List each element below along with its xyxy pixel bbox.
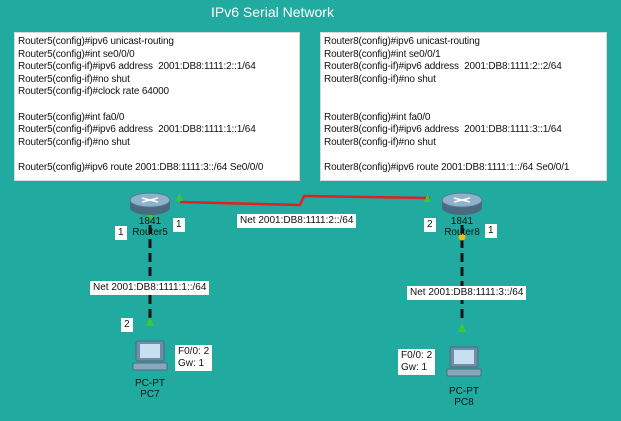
pc7-icon[interactable] bbox=[132, 340, 168, 371]
router5-config-line: Router5(config)#int fa0/0 bbox=[18, 111, 125, 123]
router8-config-line: Router8(config)#int se0/0/1 bbox=[324, 48, 441, 60]
router8-icon[interactable] bbox=[441, 192, 483, 215]
router5-config-line: Router5(config-if)#ipv6 address 2001:DB8… bbox=[18, 61, 256, 73]
pc7-port: 2 bbox=[121, 318, 133, 332]
pc7-label: PC-PT PC7 bbox=[125, 378, 175, 400]
pc8-name: PC8 bbox=[454, 397, 474, 408]
router8-config-line: Router8(config-if)#ipv6 address 2001:DB8… bbox=[324, 124, 562, 136]
router5-config-line: Router5(config-if)#clock rate 64000 bbox=[18, 86, 169, 98]
pc8-info-line1: F0/0: 2 bbox=[401, 350, 433, 361]
link-status-router8-lan bbox=[458, 233, 466, 241]
router5-port-left: 1 bbox=[115, 226, 127, 240]
router8-config-line: Router8(config-if)#ipv6 address 2001:DB8… bbox=[324, 61, 562, 73]
router5-config-line: Router5(config-if)#ipv6 address 2001:DB8… bbox=[18, 124, 256, 136]
router5-config-line: Router5(config-if)#no shut bbox=[18, 73, 130, 85]
pc7-info-line2: Gw: 1 bbox=[178, 358, 205, 369]
router8-config-line: Router8(config)#ipv6 route 2001:DB8:1111… bbox=[324, 161, 570, 173]
router8-model: 1841 bbox=[450, 216, 474, 227]
router8-label: 1841 Router8 bbox=[440, 216, 484, 238]
pc7-name: PC7 bbox=[140, 389, 160, 400]
link-status-pc8 bbox=[458, 323, 466, 332]
router5-config-line: Router5(config)#ipv6 route 2001:DB8:1111… bbox=[18, 161, 264, 173]
pc7-info: F0/0: 2 Gw: 1 bbox=[175, 345, 213, 371]
router5-config-line: Router5(config-if)#no shut bbox=[18, 136, 130, 148]
router5-port-right: 1 bbox=[173, 218, 185, 232]
serial-network-label: Net 2001:DB8:1111:2::/64 bbox=[237, 214, 357, 228]
left-lan-label: Net 2001:DB8:1111:1::/64 bbox=[90, 281, 210, 295]
router8-name: Router8 bbox=[444, 227, 480, 238]
router8-config-line: Router8(config-if)#no shut bbox=[324, 136, 436, 148]
diagram-title: IPv6 Serial Network bbox=[211, 4, 334, 20]
router8-config-line: Router8(config)#ipv6 unicast-routing bbox=[324, 36, 480, 47]
router5-name: Router5 bbox=[132, 227, 168, 238]
link-status-router5-serial bbox=[176, 193, 183, 201]
router5-model: 1841 bbox=[138, 216, 162, 227]
router8-port-left: 2 bbox=[424, 218, 436, 232]
pc8-type: PC-PT bbox=[449, 386, 479, 397]
router8-port-right: 1 bbox=[485, 224, 497, 238]
right-lan-label: Net 2001:DB8:1111:3::/64 bbox=[407, 286, 527, 300]
pc8-info: F0/0: 2 Gw: 1 bbox=[398, 349, 436, 375]
router8-config-line: Router8(config-if)#no shut bbox=[324, 73, 436, 85]
pc7-info-line1: F0/0: 2 bbox=[178, 346, 210, 357]
router5-icon[interactable] bbox=[129, 192, 171, 215]
router5-config-line: Router5(config)#ipv6 unicast-routing bbox=[18, 36, 174, 47]
link-status-pc7 bbox=[146, 317, 154, 326]
link-status-router8-serial bbox=[424, 194, 431, 202]
serial-link[interactable] bbox=[179, 194, 431, 207]
pc8-info-line2: Gw: 1 bbox=[401, 362, 428, 373]
router5-label: 1841 Router5 bbox=[130, 216, 170, 238]
router5-config-line: Router5(config)#int se0/0/0 bbox=[18, 48, 135, 60]
pc8-icon[interactable] bbox=[446, 346, 482, 377]
router8-config-line: Router8(config)#int fa0/0 bbox=[324, 111, 431, 123]
pc8-label: PC-PT PC8 bbox=[439, 386, 489, 408]
pc7-type: PC-PT bbox=[135, 378, 165, 389]
